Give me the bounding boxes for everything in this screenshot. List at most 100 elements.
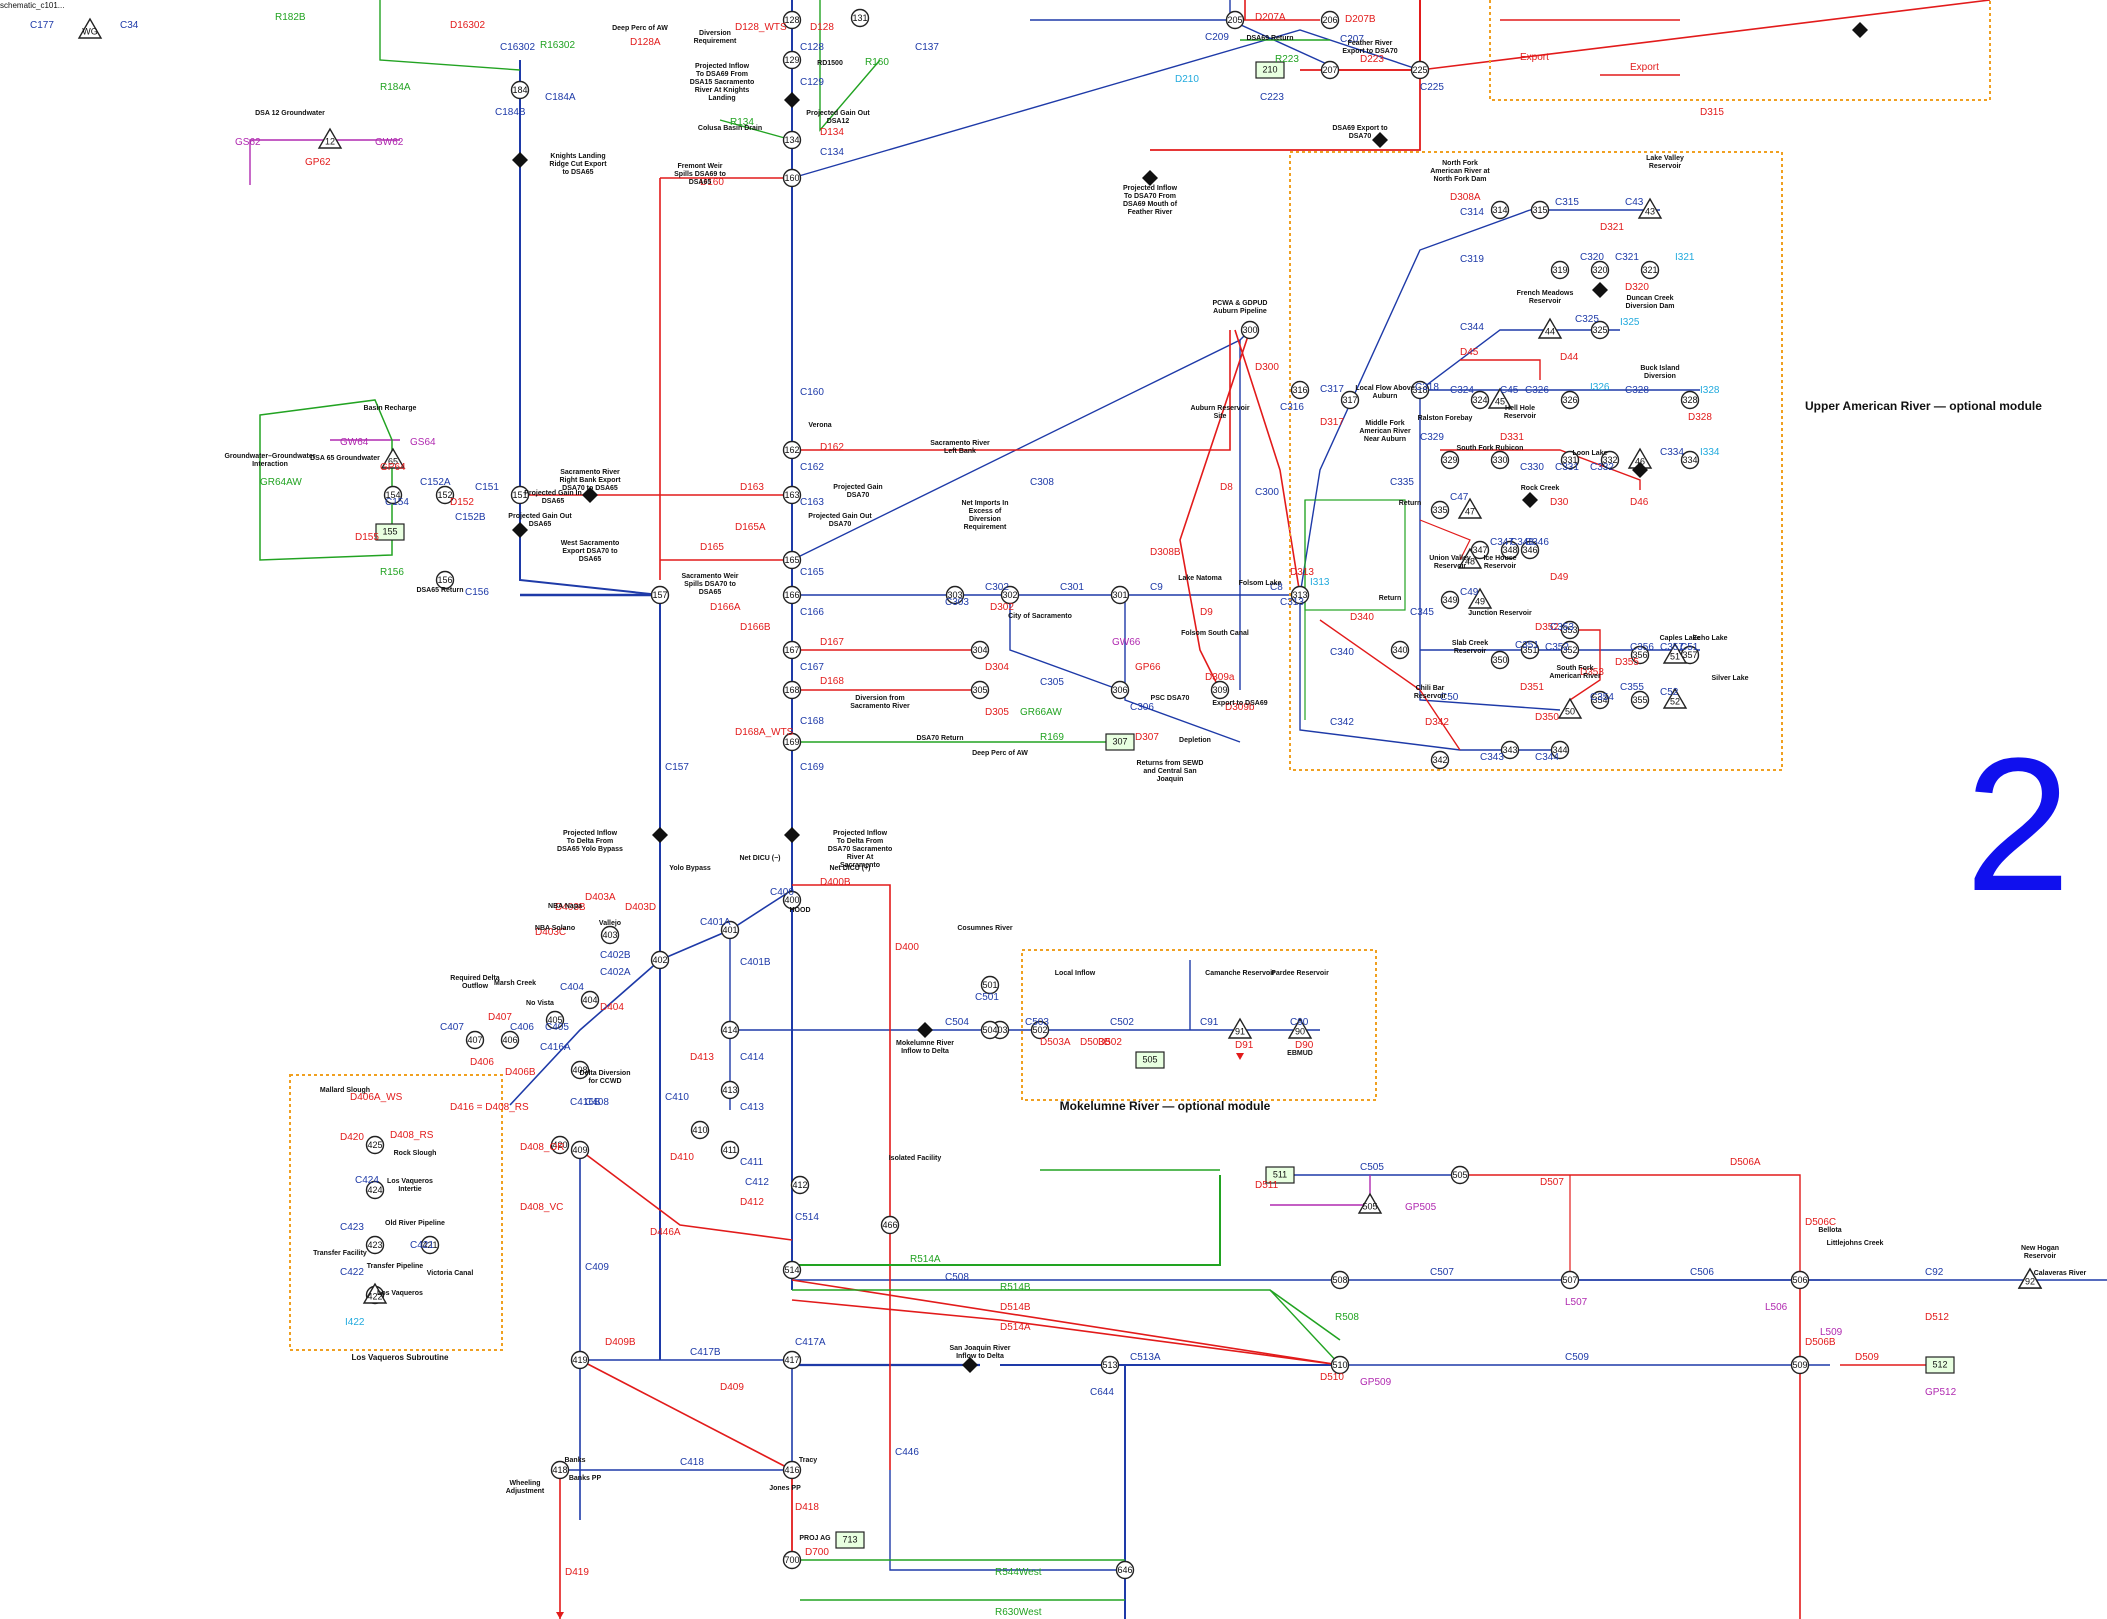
node-301[interactable]: [1110, 585, 1130, 605]
node-306[interactable]: [1110, 680, 1130, 700]
node-184[interactable]: [510, 80, 530, 100]
reservoir-node-50[interactable]: [1557, 697, 1583, 719]
node-305[interactable]: [970, 680, 990, 700]
reservoir-node-WG[interactable]: [77, 17, 103, 39]
node-421[interactable]: [420, 1235, 440, 1255]
reservoir-node-49[interactable]: [1467, 587, 1493, 609]
reservoir-node-48[interactable]: [1457, 547, 1483, 569]
node-314[interactable]: [1490, 200, 1510, 220]
node-328[interactable]: [1680, 390, 1700, 410]
node-349[interactable]: [1440, 590, 1460, 610]
node-424[interactable]: [365, 1180, 385, 1200]
node-418[interactable]: [550, 1460, 570, 1480]
node-169[interactable]: [782, 732, 802, 752]
node-425[interactable]: [365, 1135, 385, 1155]
node-353[interactable]: [1560, 620, 1580, 640]
node-700[interactable]: [782, 1550, 802, 1570]
node-350[interactable]: [1490, 650, 1510, 670]
node-346[interactable]: [1520, 540, 1540, 560]
node-165[interactable]: [782, 550, 802, 570]
reservoir-node-90[interactable]: [1287, 1017, 1313, 1039]
node-317[interactable]: [1340, 390, 1360, 410]
node-334[interactable]: [1680, 450, 1700, 470]
demand-node-307[interactable]: [1105, 733, 1135, 751]
reservoir-node-44[interactable]: [1537, 317, 1563, 339]
reservoir-node-43[interactable]: [1637, 197, 1663, 219]
node-412[interactable]: [790, 1175, 810, 1195]
node-205[interactable]: [1225, 10, 1245, 30]
reservoir-node-51[interactable]: [1662, 642, 1688, 664]
node-162[interactable]: [782, 440, 802, 460]
node-351[interactable]: [1520, 640, 1540, 660]
node-324[interactable]: [1470, 390, 1490, 410]
node-319[interactable]: [1550, 260, 1570, 280]
node-303[interactable]: [945, 585, 965, 605]
demand-node-155[interactable]: [375, 523, 405, 541]
node-508[interactable]: [1330, 1270, 1350, 1290]
node-505[interactable]: [1450, 1165, 1470, 1185]
node-129[interactable]: [782, 50, 802, 70]
node-163[interactable]: [782, 485, 802, 505]
node-347[interactable]: [1470, 540, 1490, 560]
node-405[interactable]: [545, 1010, 565, 1030]
node-501[interactable]: [980, 975, 1000, 995]
node-340[interactable]: [1390, 640, 1410, 660]
node-407[interactable]: [465, 1030, 485, 1050]
node-131[interactable]: [850, 8, 870, 28]
node-423[interactable]: [365, 1235, 385, 1255]
reservoir-node-505[interactable]: [1357, 1192, 1383, 1214]
node-206[interactable]: [1320, 10, 1340, 30]
node-510[interactable]: [1330, 1355, 1350, 1375]
node-152[interactable]: [435, 485, 455, 505]
node-151[interactable]: [510, 485, 530, 505]
node-406[interactable]: [500, 1030, 520, 1050]
node-344[interactable]: [1550, 740, 1570, 760]
demand-node-511[interactable]: [1265, 1166, 1295, 1184]
node-419[interactable]: [570, 1350, 590, 1370]
node-330[interactable]: [1490, 450, 1510, 470]
node-402[interactable]: [650, 950, 670, 970]
reservoir-node-52[interactable]: [1662, 687, 1688, 709]
node-646[interactable]: [1115, 1560, 1135, 1580]
node-513[interactable]: [1100, 1355, 1120, 1375]
node-128[interactable]: [782, 10, 802, 30]
reservoir-node-47[interactable]: [1457, 497, 1483, 519]
node-502[interactable]: [1030, 1020, 1050, 1040]
node-326[interactable]: [1560, 390, 1580, 410]
node-320[interactable]: [1590, 260, 1610, 280]
node-355[interactable]: [1630, 690, 1650, 710]
reservoir-node-45[interactable]: [1487, 387, 1513, 409]
demand-node-505[interactable]: [1135, 1051, 1165, 1069]
node-514[interactable]: [782, 1260, 802, 1280]
demand-node-713[interactable]: [835, 1531, 865, 1549]
node-504[interactable]: [980, 1020, 1000, 1040]
node-321[interactable]: [1640, 260, 1660, 280]
node-356[interactable]: [1630, 645, 1650, 665]
node-404[interactable]: [580, 990, 600, 1010]
node-413[interactable]: [720, 1080, 740, 1100]
node-166[interactable]: [782, 585, 802, 605]
node-313[interactable]: [1290, 585, 1310, 605]
node-403[interactable]: [600, 925, 620, 945]
node-154[interactable]: [383, 485, 403, 505]
node-408[interactable]: [570, 1060, 590, 1080]
reservoir-node-65[interactable]: [380, 447, 406, 469]
node-416[interactable]: [782, 1460, 802, 1480]
node-409[interactable]: [570, 1140, 590, 1160]
node-329[interactable]: [1440, 450, 1460, 470]
demand-node-210[interactable]: [1255, 61, 1285, 79]
node-466[interactable]: [880, 1215, 900, 1235]
node-509[interactable]: [1790, 1355, 1810, 1375]
node-342[interactable]: [1430, 750, 1450, 770]
node-507[interactable]: [1560, 1270, 1580, 1290]
node-225[interactable]: [1410, 60, 1430, 80]
node-401[interactable]: [720, 920, 740, 940]
node-315[interactable]: [1530, 200, 1550, 220]
node-417[interactable]: [782, 1350, 802, 1370]
reservoir-node-92[interactable]: [2017, 1267, 2043, 1289]
reservoir-node-422[interactable]: [362, 1282, 388, 1304]
node-300[interactable]: [1240, 320, 1260, 340]
node-304[interactable]: [970, 640, 990, 660]
node-207[interactable]: [1320, 60, 1340, 80]
node-302[interactable]: [1000, 585, 1020, 605]
